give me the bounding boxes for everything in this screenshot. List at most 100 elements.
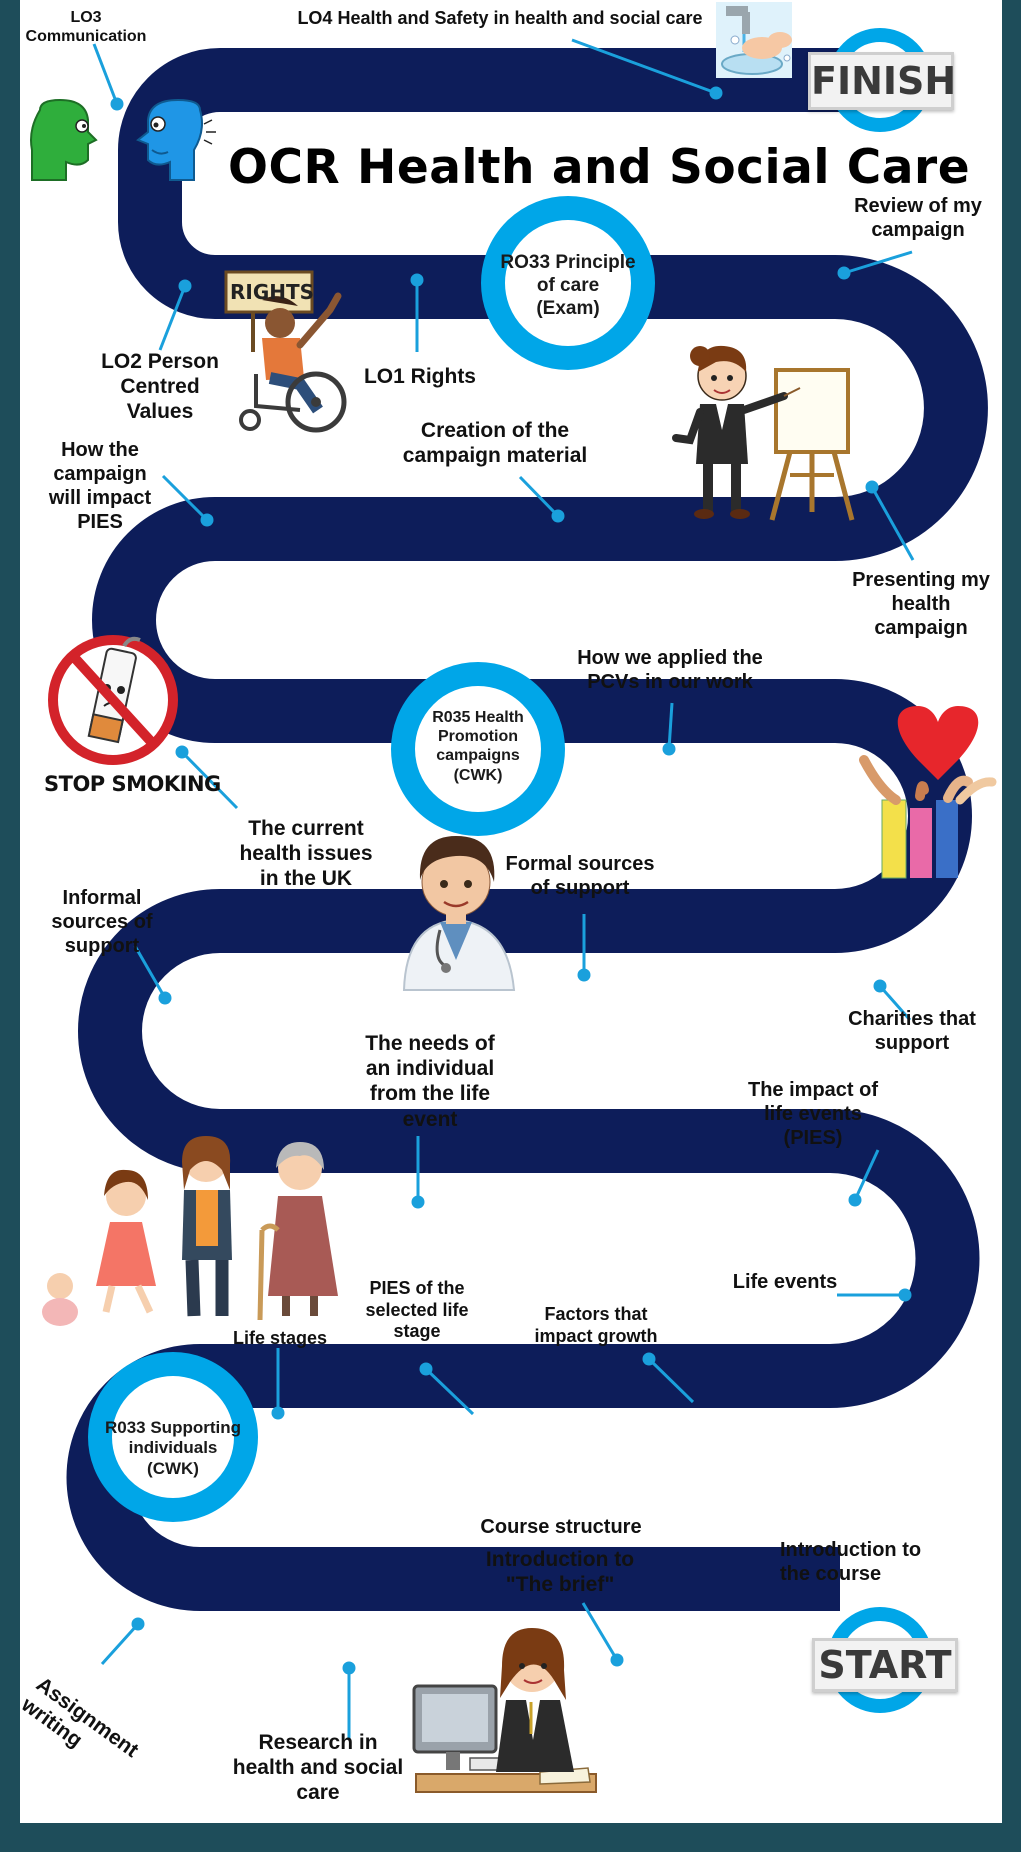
handwashing-icon — [716, 2, 792, 78]
stop-line: will impact — [48, 487, 152, 509]
stop-line: the course — [780, 1563, 882, 1585]
stop-presenting: Presenting my health campaign — [836, 568, 1006, 640]
doctor-icon — [402, 836, 516, 991]
stop-line: an individual — [365, 1057, 495, 1081]
stop-lo2: LO2 Person Centred Values — [90, 349, 230, 425]
unit-r035: R035 Health Promotion campaigns (CWK) — [408, 708, 548, 785]
stop-line: Review of my — [854, 195, 982, 217]
stop-intro-course: Introduction to the course — [780, 1538, 930, 1586]
stop-line: Centred — [120, 375, 200, 399]
stop-line: campaign — [874, 617, 968, 639]
stop-applied-pcvs: How we applied the PCVs in our work — [560, 646, 780, 694]
stop-line: LO3 — [70, 9, 102, 26]
stop-research: Research in health and social care — [228, 1730, 408, 1806]
stop-line: Life stages — [232, 1328, 328, 1348]
stop-line: care — [296, 1781, 340, 1805]
unit-line: RO33 Principle — [500, 252, 636, 273]
stop-line: support — [64, 935, 140, 957]
stop-line: LO4 Health and Safety in health and soci… — [297, 8, 703, 28]
student-computer-icon — [412, 1628, 597, 1793]
stop-line: Communication — [25, 28, 147, 46]
rights-sign-text: RIGHTS — [230, 280, 315, 304]
stop-line: from the life — [369, 1082, 491, 1106]
stop-lo3: LO3 Communication — [20, 8, 152, 46]
stop-line: LO2 Person — [101, 350, 219, 373]
page-title: OCR Health and Social Care — [228, 140, 971, 195]
stop-formal: Formal sources of support — [492, 852, 668, 900]
unit-line: R035 Health — [432, 709, 524, 726]
unit-line: of care — [536, 274, 600, 296]
stop-line: Presenting my — [852, 569, 990, 591]
stop-line: selected life — [365, 1299, 469, 1320]
stop-line: (PIES) — [783, 1127, 843, 1149]
unit-line: (Exam) — [536, 297, 600, 319]
stop-impact-life: The impact of life events (PIES) — [728, 1078, 898, 1150]
stop-line: LO1 Rights — [363, 365, 476, 388]
stop-line: Introduction to — [780, 1539, 922, 1561]
unit-line: individuals — [128, 1438, 218, 1458]
stop-smoking-text: STOP SMOKING — [44, 772, 221, 796]
stop-line: campaign — [871, 219, 965, 241]
stop-line: health and social — [232, 1756, 404, 1780]
unit-line: Promotion — [438, 728, 518, 746]
stop-line: Informal — [62, 887, 142, 909]
stop-impact-pies: How the campaign will impact PIES — [34, 438, 166, 534]
stop-line: The needs of — [365, 1032, 495, 1055]
unit-line: (CWK) — [147, 1458, 199, 1478]
stop-line: stage — [393, 1321, 441, 1342]
stop-line: Life events — [732, 1271, 838, 1293]
stop-lo4: LO4 Health and Safety in health and soci… — [270, 8, 730, 30]
stop-life-stages: Life stages — [220, 1328, 340, 1350]
stop-line: campaign — [53, 463, 147, 485]
family-life-stages-icon — [42, 1136, 338, 1326]
stop-line: How the — [61, 439, 139, 461]
stop-line: event — [402, 1107, 458, 1131]
charity-hands-heart-icon — [859, 706, 997, 879]
stop-charities: Charities that support — [832, 1007, 992, 1055]
stop-informal: Informal sources of support — [36, 886, 168, 958]
ring-r035 — [391, 662, 565, 836]
stop-line: in the UK — [259, 867, 353, 891]
ring-r033-exam — [481, 196, 655, 370]
stop-factors: Factors that impact growth — [520, 1304, 672, 1347]
stop-current-issues: The current health issues in the UK — [226, 816, 386, 892]
leader-lines — [92, 38, 915, 1740]
stop-line: impact growth — [534, 1325, 658, 1346]
stop-pies-stage: PIES of the selected life stage — [350, 1278, 484, 1343]
stop-review: Review of my campaign — [838, 194, 998, 242]
stop-line: health — [891, 593, 951, 615]
stop-line: life events — [764, 1103, 862, 1125]
stop-line: Charities that — [848, 1008, 976, 1030]
stop-line: How we applied the — [577, 647, 763, 669]
unit-line: (CWK) — [453, 766, 503, 784]
finish-banner: FINISH — [808, 52, 956, 110]
stop-line: Introduction to — [485, 1548, 635, 1571]
unit-r033-exam: RO33 Principle of care (Exam) — [478, 252, 658, 320]
no-smoking-icon — [48, 635, 178, 765]
wheelchair-activist-icon — [224, 270, 347, 433]
stop-line: Formal sources — [505, 853, 655, 875]
unit-r033-cwk: R033 Supporting individuals (CWK) — [83, 1418, 263, 1479]
stop-line: health issues — [239, 842, 373, 866]
stop-life-events: Life events — [720, 1270, 850, 1294]
unit-line: R033 Supporting — [104, 1418, 241, 1437]
presenter-icon — [672, 345, 855, 521]
stop-needs: The needs of an individual from the life… — [350, 1031, 510, 1132]
start-banner: START — [812, 1638, 958, 1692]
stop-line: PCVs in our work — [587, 671, 753, 693]
stop-line: Factors that — [544, 1304, 648, 1324]
stop-line: PIES of the — [369, 1278, 465, 1298]
stop-line: of support — [530, 877, 630, 899]
stop-line: The impact of — [747, 1079, 878, 1101]
stop-line: "The brief" — [505, 1573, 615, 1597]
stop-line: sources of — [51, 911, 153, 933]
stop-line: The current — [248, 817, 364, 840]
talking-heads-icon — [30, 98, 216, 181]
stop-line: Values — [126, 400, 194, 424]
stop-line: Research in — [258, 1731, 378, 1754]
ring-r033-cwk — [88, 1352, 258, 1522]
stop-lo1: LO1 Rights — [350, 364, 490, 389]
stop-intro-brief: Introduction to "The brief" — [470, 1547, 650, 1597]
stop-line: Course structure — [480, 1516, 642, 1538]
